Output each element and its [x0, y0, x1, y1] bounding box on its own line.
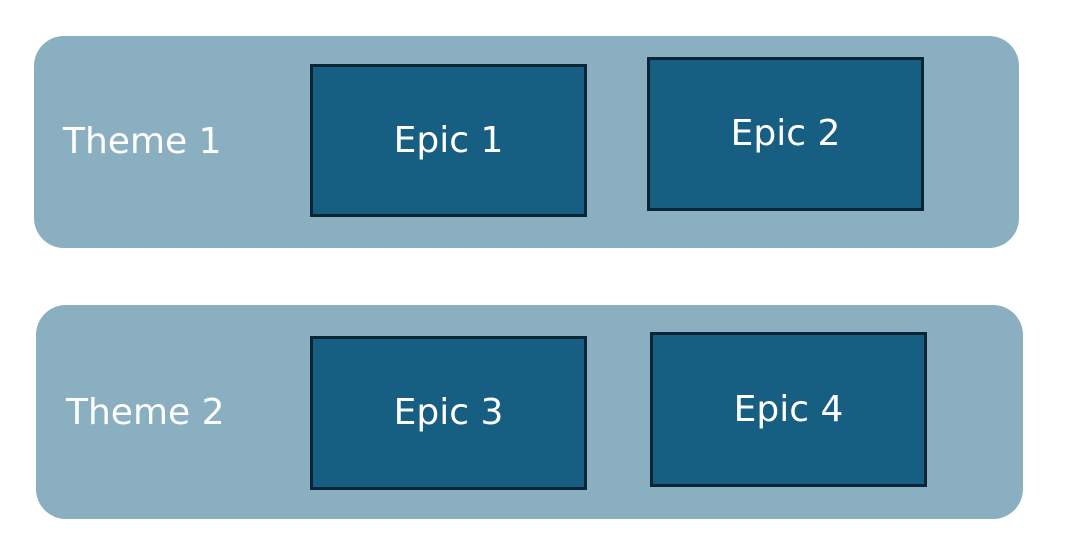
epic-box-1[interactable]: Epic 1: [310, 64, 587, 217]
epic-box-3[interactable]: Epic 3: [310, 336, 587, 490]
epic-label: Epic 2: [730, 113, 841, 154]
epic-label: Epic 3: [393, 392, 504, 433]
epic-label: Epic 4: [733, 388, 844, 430]
theme-container-2: Theme 2 Epic 3 Epic 4: [36, 305, 1023, 519]
epic-box-4[interactable]: Epic 4: [650, 332, 927, 487]
epic-label: Epic 1: [393, 119, 504, 161]
epic-box-2[interactable]: Epic 2: [647, 57, 924, 211]
theme-label: Theme 2: [66, 392, 225, 433]
theme-container-1: Theme 1 Epic 1 Epic 2: [34, 36, 1019, 248]
theme-label: Theme 1: [63, 121, 222, 162]
